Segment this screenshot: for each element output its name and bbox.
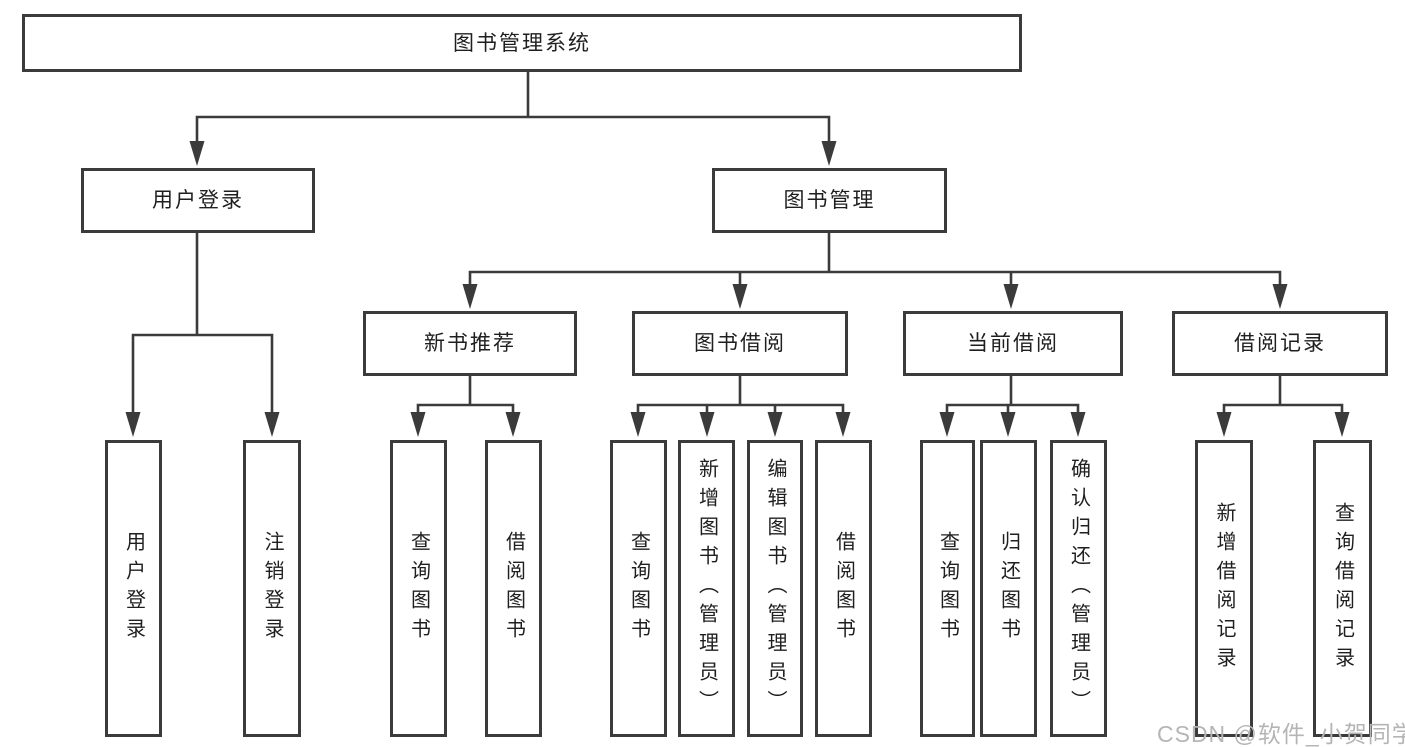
leaf-return-books: 归还图书: [980, 440, 1037, 737]
leaf-label: 新增借阅记录: [1213, 501, 1235, 676]
node-label: 用户登录: [152, 189, 244, 212]
leaf-query-borrow-record: 查询借阅记录: [1313, 440, 1372, 737]
leaf-add-books-admin: 新增图书（管理员）: [678, 440, 735, 737]
node-book-borrowing: 图书借阅: [632, 311, 848, 376]
leaf-user-login: 用户登录: [105, 440, 162, 737]
leaf-query-books-recommend: 查询图书: [390, 440, 447, 737]
leaf-label: 查询图书: [936, 530, 959, 647]
leaf-logout: 注销登录: [243, 440, 301, 737]
node-label: 新书推荐: [424, 332, 516, 355]
leaf-label: 注销登录: [261, 530, 283, 647]
leaf-label: 查询图书: [407, 530, 430, 647]
leaf-label: 用户登录: [122, 530, 145, 647]
leaf-label: 新增图书（管理员）: [695, 458, 718, 719]
leaf-label: 确认归还（管理员）: [1067, 458, 1090, 719]
csdn-watermark: CSDN @软件_小贺同学: [1157, 721, 1405, 747]
node-user-login-branch: 用户登录: [81, 168, 315, 233]
leaf-label: 查询图书: [627, 530, 650, 647]
leaf-label: 编辑图书（管理员）: [764, 458, 786, 719]
node-label: 图书管理系统: [453, 31, 591, 55]
leaf-query-books-current: 查询图书: [920, 440, 975, 737]
leaf-borrow-books-recommend: 借阅图书: [485, 440, 542, 737]
leaf-query-books-borrowing: 查询图书: [610, 440, 667, 737]
node-borrowing-records: 借阅记录: [1172, 311, 1388, 376]
leaf-edit-books-admin: 编辑图书（管理员）: [747, 440, 803, 737]
leaf-borrow-books: 借阅图书: [815, 440, 872, 737]
arrowheads: [125, 141, 1350, 437]
leaf-add-borrow-record: 新增借阅记录: [1195, 440, 1253, 737]
leaf-label: 借阅图书: [502, 530, 525, 647]
leaf-label: 借阅图书: [832, 530, 855, 647]
node-new-book-recommend: 新书推荐: [363, 311, 577, 376]
leaf-label: 归还图书: [997, 530, 1020, 647]
leaf-label: 查询借阅记录: [1331, 501, 1354, 676]
node-label: 图书借阅: [694, 332, 786, 355]
node-current-borrowing: 当前借阅: [903, 311, 1123, 376]
node-label: 当前借阅: [967, 332, 1059, 355]
node-label: 借阅记录: [1234, 332, 1326, 355]
node-label: 图书管理: [783, 189, 876, 212]
leaf-confirm-return-admin: 确认归还（管理员）: [1050, 440, 1107, 737]
node-root-library-system: 图书管理系统: [22, 14, 1022, 72]
node-book-management-branch: 图书管理: [712, 168, 947, 233]
